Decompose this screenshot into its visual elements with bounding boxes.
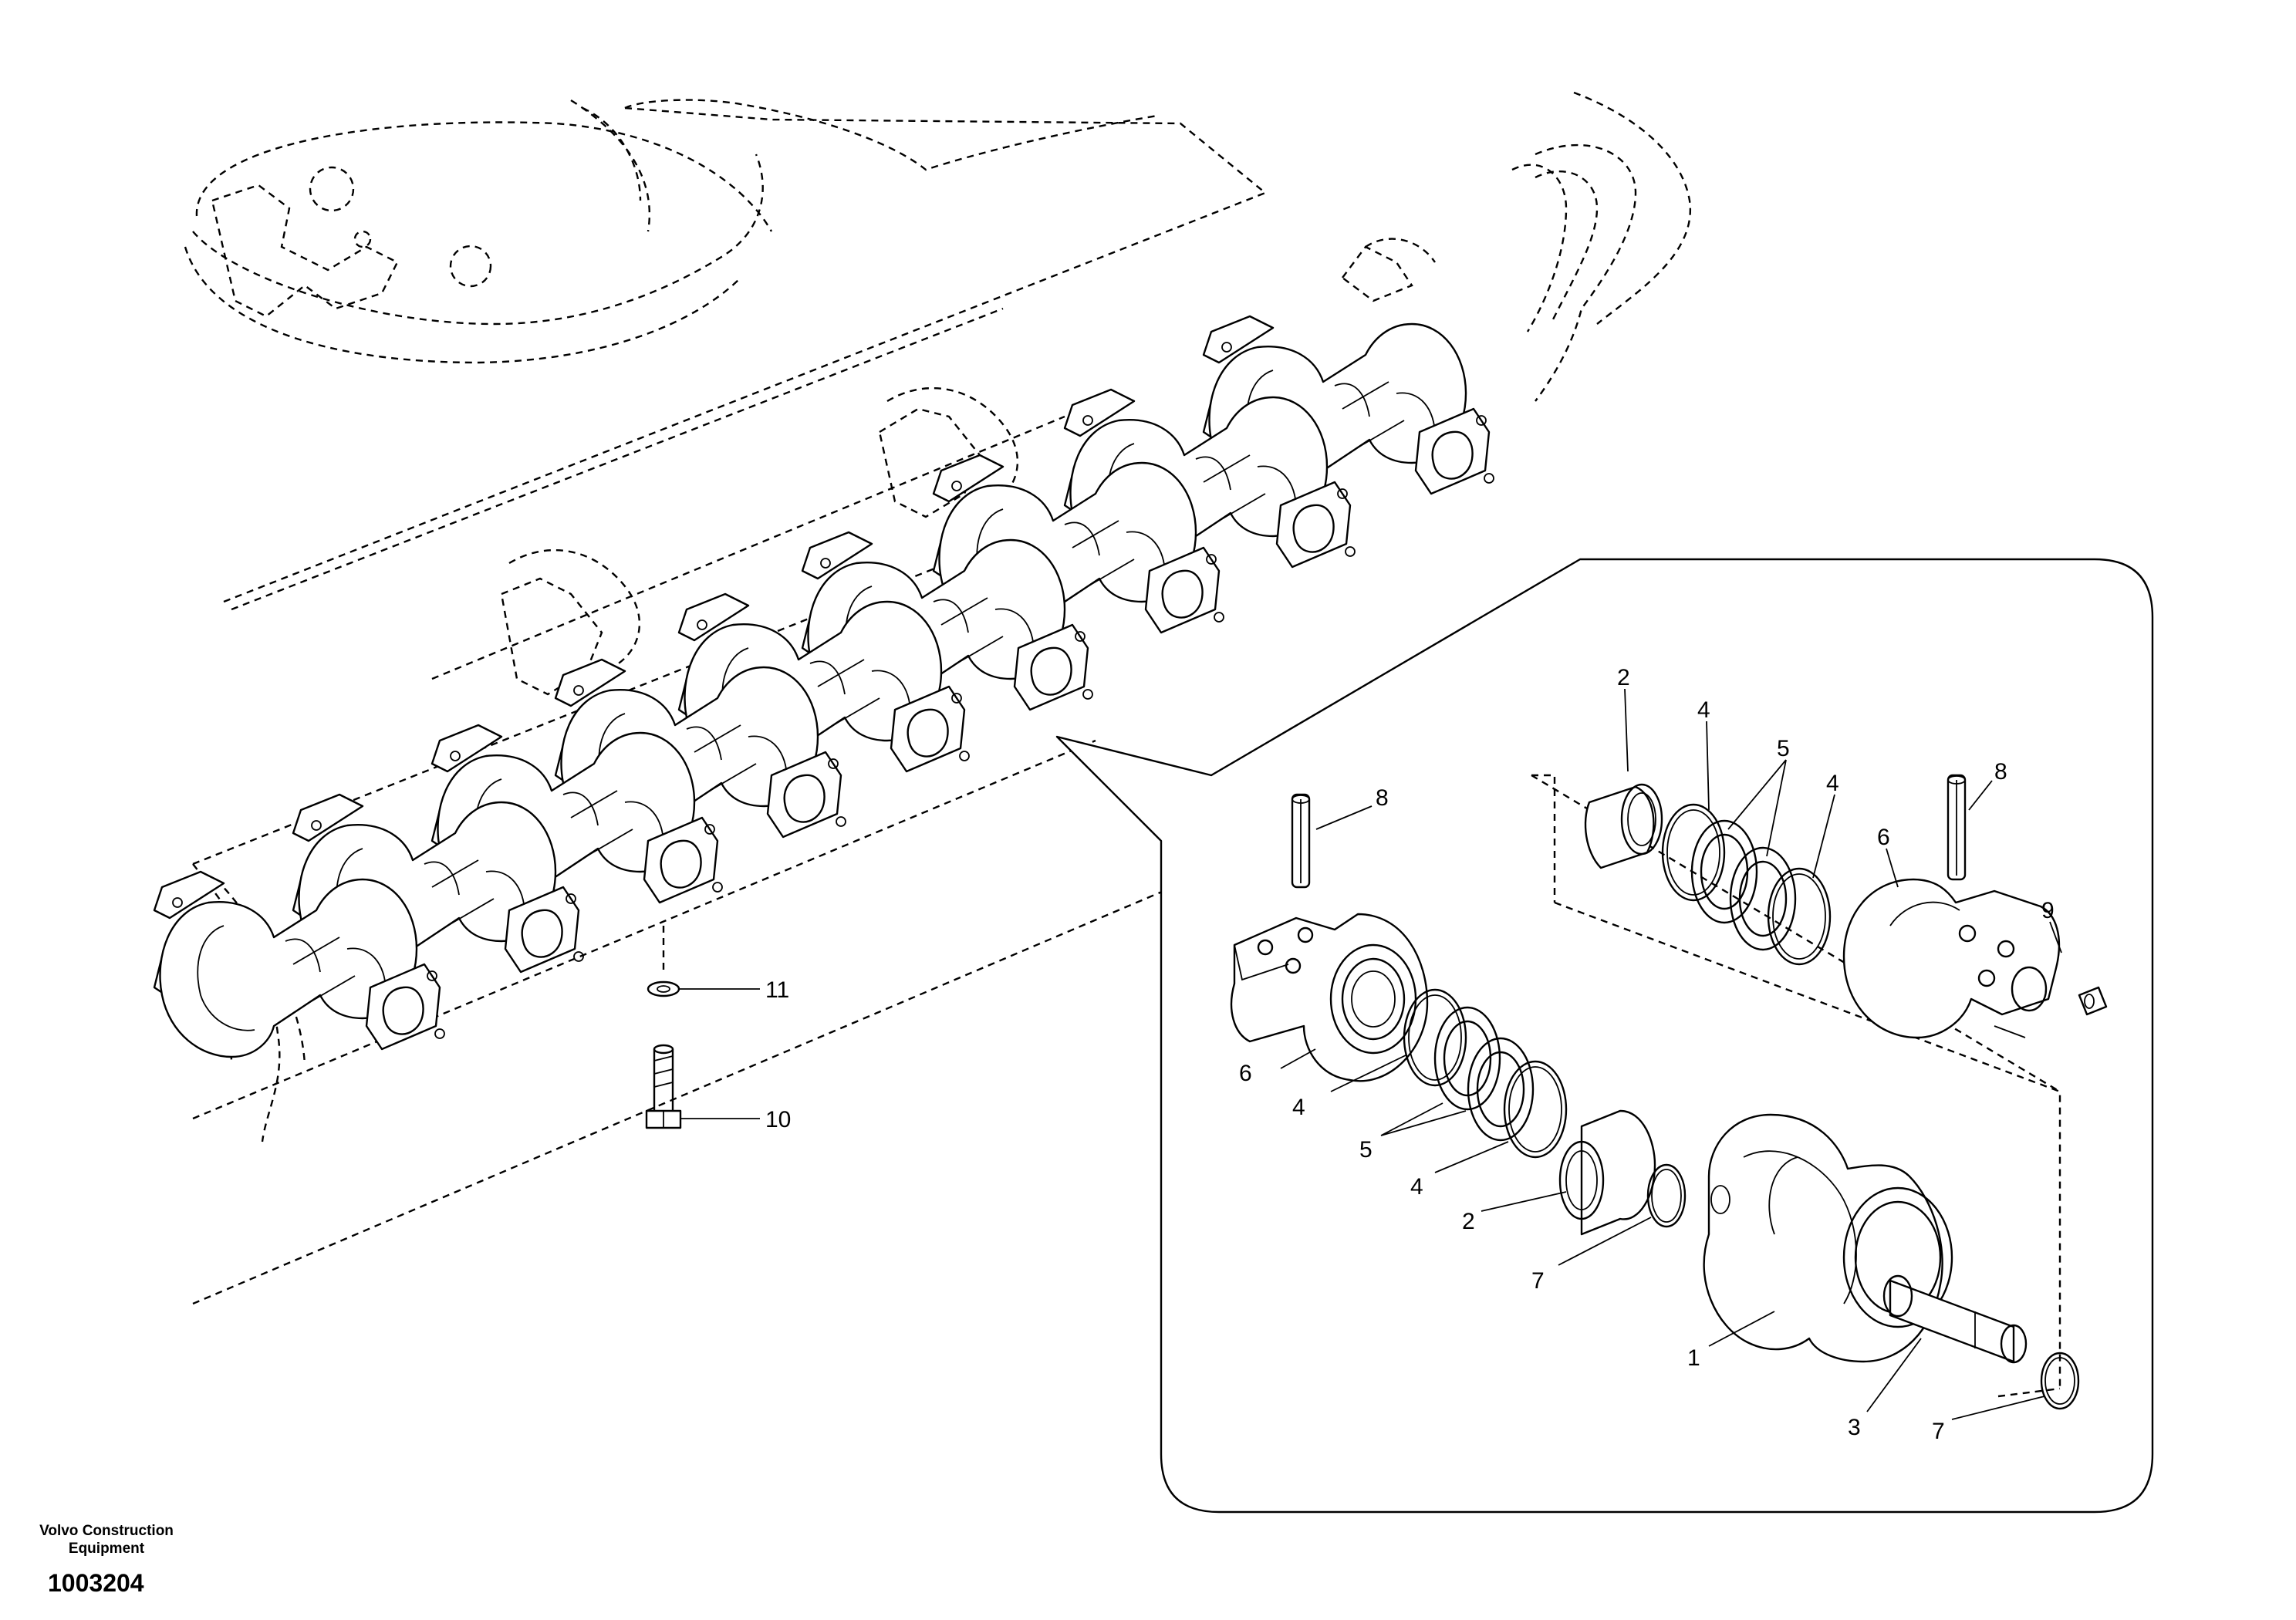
undercarriage-frame-outline <box>184 91 1692 1305</box>
bushing-left[interactable] <box>1558 1109 1656 1236</box>
brand-line-2: Equipment <box>69 1541 145 1557</box>
callout-8-right[interactable]: 8 <box>1994 759 2007 785</box>
callout-3[interactable]: 3 <box>1848 1415 1861 1440</box>
callout-7-lower[interactable]: 7 <box>1932 1419 1945 1444</box>
callout-2-left[interactable]: 2 <box>1462 1209 1475 1234</box>
pin-left[interactable] <box>1291 793 1311 889</box>
floating-seal-left-2[interactable] <box>1467 1037 1535 1142</box>
callout-6-left[interactable]: 6 <box>1239 1061 1252 1086</box>
pin-right[interactable] <box>1947 774 1967 881</box>
bracket-left[interactable] <box>1230 913 1429 1082</box>
callout-4-left-outer[interactable]: 4 <box>1292 1095 1305 1120</box>
bolt-washer-assembly <box>645 926 682 1129</box>
roller-body[interactable] <box>1703 1113 1953 1363</box>
bushing-right[interactable] <box>1584 783 1663 869</box>
seal-ring-right-outer[interactable] <box>1661 803 1726 902</box>
brand-line-1: Volvo Construction <box>39 1523 174 1539</box>
callout-6-right[interactable]: 6 <box>1877 825 1890 850</box>
detail-inset-panel <box>1055 558 2154 1514</box>
callout-4-right-inner[interactable]: 4 <box>1826 771 1839 796</box>
o-ring-lower[interactable] <box>2040 1352 2080 1410</box>
footer: Volvo Construction Equipment 1003204 <box>39 1523 174 1597</box>
floating-seal-left-1[interactable] <box>1433 1006 1501 1111</box>
callout-8-left[interactable]: 8 <box>1376 785 1389 811</box>
callout-4-right-outer[interactable]: 4 <box>1697 697 1710 723</box>
callout-7-upper[interactable]: 7 <box>1531 1268 1545 1294</box>
callout-5-left[interactable]: 5 <box>1359 1137 1373 1163</box>
grease-fitting[interactable] <box>2078 986 2108 1016</box>
exploded-view: 8 8 2 4 5 4 6 9 6 4 5 4 2 7 1 3 7 <box>1230 665 2108 1444</box>
drawing-code: 1003204 <box>48 1569 144 1597</box>
seal-ring-left-outer[interactable] <box>1403 988 1467 1087</box>
seal-ring-left-inner[interactable] <box>1503 1060 1568 1159</box>
callout-5-right[interactable]: 5 <box>1777 736 1790 761</box>
callout-4-left-inner[interactable]: 4 <box>1410 1174 1423 1200</box>
callout-11[interactable]: 11 <box>765 977 789 1003</box>
floating-seal-right-2[interactable] <box>1729 846 1797 951</box>
o-ring-upper[interactable] <box>1646 1163 1687 1228</box>
seal-ring-right-inner[interactable] <box>1767 867 1832 966</box>
callout-1[interactable]: 1 <box>1687 1345 1700 1371</box>
callout-2-right[interactable]: 2 <box>1617 665 1630 690</box>
callout-9[interactable]: 9 <box>2041 898 2055 923</box>
bracket-right[interactable] <box>1842 878 2061 1039</box>
callout-10[interactable]: 10 <box>765 1107 791 1132</box>
roller-shaft[interactable] <box>1882 1274 2028 1364</box>
